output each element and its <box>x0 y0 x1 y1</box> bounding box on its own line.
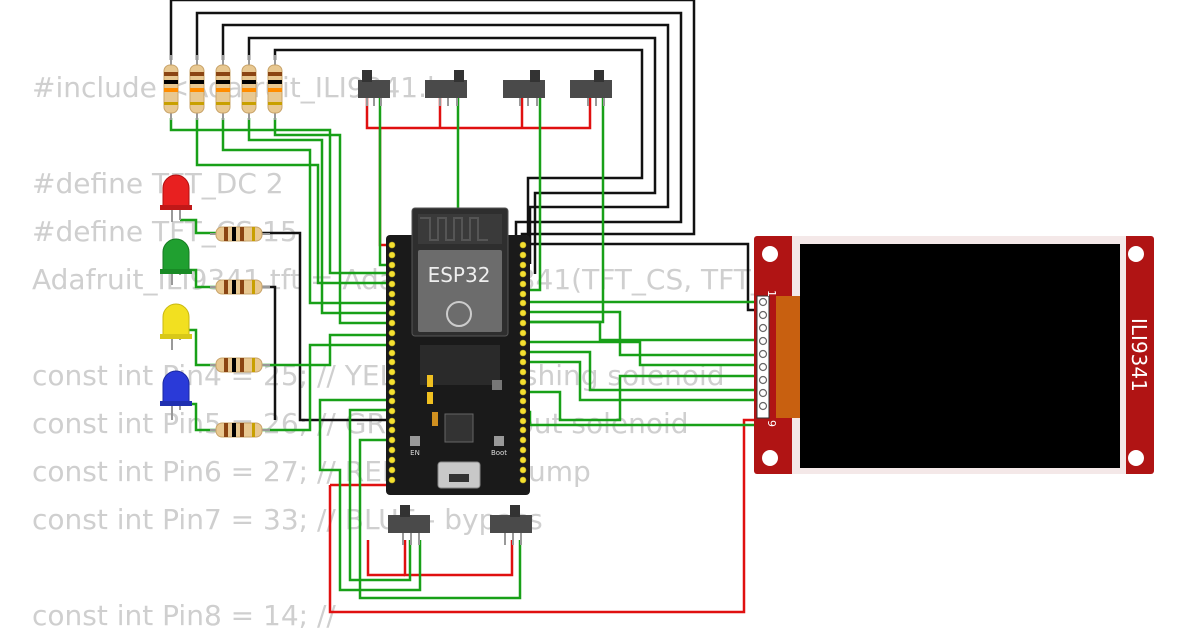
display-label: ILI9341 <box>1127 318 1151 392</box>
esp32-left-pins <box>388 241 396 484</box>
mount-hole <box>762 450 778 466</box>
boot-button[interactable] <box>494 436 504 446</box>
display-pin-last-label: 9 <box>765 420 778 427</box>
lcd-screen <box>800 244 1120 468</box>
slide-switch[interactable] <box>570 70 612 106</box>
mount-hole <box>762 246 778 262</box>
resistor <box>215 55 231 120</box>
esp32-board: ESP32 EN Boot <box>386 207 530 495</box>
slide-switch[interactable] <box>425 70 467 106</box>
ili9341-display: 1 9 ILI9341 <box>754 236 1154 474</box>
mount-hole <box>1128 450 1144 466</box>
slide-switch[interactable] <box>503 70 545 106</box>
esp32-label: ESP32 <box>428 263 491 287</box>
led-resistors <box>210 226 270 438</box>
black-wires <box>169 0 758 422</box>
display-pin-holes <box>758 297 768 411</box>
resistor <box>189 55 205 120</box>
slide-switch[interactable] <box>388 505 430 545</box>
resistor <box>210 226 270 242</box>
display-pin-first-label: 1 <box>765 290 778 297</box>
resistor <box>241 55 257 120</box>
leds <box>160 174 192 420</box>
resistor <box>267 55 283 120</box>
resistor <box>210 279 270 295</box>
led-yellow <box>160 303 192 350</box>
slide-switches-top <box>358 70 612 106</box>
en-button[interactable] <box>410 436 420 446</box>
led-green <box>160 238 192 285</box>
top-resistors <box>163 55 283 120</box>
esp32-right-pins <box>519 241 527 484</box>
boot-label: Boot <box>491 449 507 457</box>
slide-switch[interactable] <box>490 505 532 545</box>
en-label: EN <box>410 449 420 457</box>
resistor <box>163 55 179 120</box>
mount-hole <box>1128 246 1144 262</box>
code-line: const int Pin8 = 14; // <box>32 599 336 632</box>
slide-switch[interactable] <box>358 70 390 106</box>
resistor <box>210 357 270 373</box>
espressif-logo-icon <box>446 301 472 327</box>
slide-switches-bottom <box>388 505 532 545</box>
chip <box>444 413 474 443</box>
led-red <box>160 174 192 222</box>
resistor <box>210 422 270 438</box>
led-blue <box>160 370 192 420</box>
